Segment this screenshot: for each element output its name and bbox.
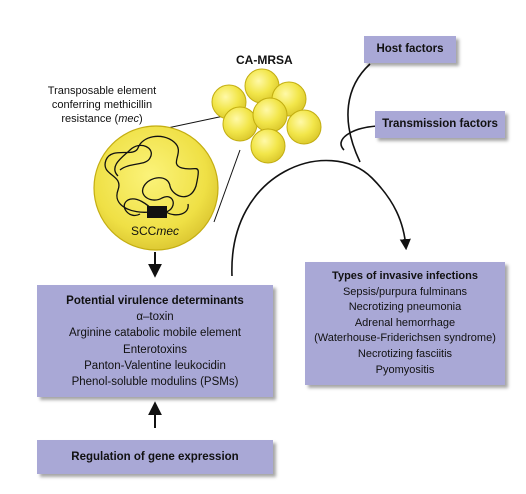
host-factors-box: Host factors [364, 36, 456, 63]
mrsa-cell [286, 109, 322, 145]
virulence-item: α–toxin [136, 311, 174, 324]
ca-mrsa-label: CA-MRSA [236, 53, 293, 67]
virulence-item: Arginine catabolic mobile element [69, 327, 241, 340]
mec-label-text: mec [156, 224, 180, 238]
curve-host-factors [347, 63, 371, 163]
mrsa-cell [252, 97, 288, 133]
invasive-infections-box: Types of invasive infections Sepsis/purp… [305, 262, 505, 385]
virulence-determinants-box: Potential virulence determinants α–toxin… [37, 285, 273, 397]
chromosome-loop [104, 135, 199, 217]
infections-title: Types of invasive infections [332, 270, 478, 282]
host-factors-label: Host factors [376, 43, 444, 55]
transposable-element-label: Transposable element conferring methicil… [8, 84, 196, 126]
mrsa-cell [250, 128, 286, 164]
infection-item: Necrotizing fasciitis [357, 347, 453, 360]
transposable-line-2: conferring methicillin [51, 99, 153, 111]
curve-virulence-to-infections [231, 159, 411, 277]
infection-item: Necrotizing pneumonia [348, 301, 462, 314]
transmission-factors-label: Transmission factors [382, 118, 498, 130]
transposable-line-3: resistance (mec) [8, 112, 196, 126]
transposable-line-3-mec: mec [118, 113, 139, 125]
scc-label-text: SCC [131, 224, 157, 238]
ca-mrsa-cluster [211, 68, 322, 164]
mrsa-cell [222, 106, 258, 142]
regulation-box: Regulation of gene expression [37, 440, 273, 474]
transposable-line-1: Transposable element [47, 85, 157, 97]
virulence-title: Potential virulence determinants [66, 295, 244, 307]
infection-item: Pyomyositis [375, 363, 435, 376]
infection-item: Adrenal hemorrhage [354, 316, 456, 329]
virulence-item: Enterotoxins [123, 343, 187, 356]
infection-item: Sepsis/purpura fulminans [342, 285, 468, 298]
transposable-line-3-start: resistance ( [61, 113, 119, 125]
zoom-line-lower [213, 149, 241, 223]
scc-mec-label: SCCmec [131, 224, 179, 238]
regulation-title: Regulation of gene expression [71, 451, 239, 463]
transmission-factors-box: Transmission factors [375, 111, 505, 138]
mec-element [147, 206, 167, 218]
curve-transmission-factors [340, 125, 378, 151]
scc-mec-cell [93, 125, 219, 251]
virulence-item: Panton-Valentine leukocidin [84, 359, 226, 372]
infection-item: (Waterhouse-Friderichsen syndrome) [314, 332, 496, 345]
virulence-item: Phenol-soluble modulins (PSMs) [71, 376, 239, 389]
transposable-line-3-end: ) [138, 113, 143, 125]
